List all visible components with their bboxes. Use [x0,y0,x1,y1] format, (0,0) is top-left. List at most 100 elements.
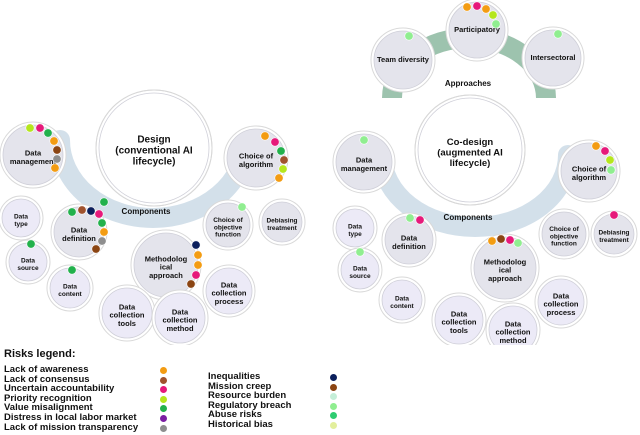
right-approaches-label: Approaches [445,79,492,88]
left-ca-risk-dot [260,131,270,141]
left-co-risk-dot [237,202,247,212]
legend-item-label: Value misalignment [4,402,93,414]
left-dm-risk-dot [52,145,62,155]
right-collection-tools-label-line: collection [441,318,476,327]
left-design-label-line: Design [137,135,170,146]
left-choice-objective-label-line: objective [214,224,243,231]
legend-item-label: Historical bias [208,419,273,430]
right-codesign-ring [414,94,526,206]
right-choice-algorithm-bubble [560,142,618,200]
right-data-source-label-line: Data [353,266,367,273]
legend-item-label: Lack of mission transparency [4,421,139,433]
left-ca-risk-dot [278,164,288,174]
left-dd-risk-dot [97,236,107,246]
right-team-diversity-bubble [373,30,433,90]
left-dm-risk-dot [43,128,53,138]
right-ma-risk-dot [496,234,506,244]
right-methodological-label-line: ical [499,266,512,275]
right-methodological-label-line: approach [488,274,522,283]
right-data-content-label-line: Data [395,296,409,303]
right-team-risk-dot [404,31,414,41]
left-choice-algorithm-label-line: algorithm [239,160,273,169]
left-dm-risk-dot [52,154,62,164]
legend-item-label: Abuse risks [208,409,262,421]
right-collection-process-label-line: process [547,308,576,317]
right-data-type-label-line: Data [348,224,362,231]
right-data-management-label-line: management [341,164,388,173]
right-team-diversity-label: Team diversity [377,55,430,64]
right-ca-risk-dot [600,146,610,156]
legend-color-dot [160,376,167,384]
legend-color-dot [330,374,337,381]
right-ca-risk-dot [605,155,615,165]
left-ds-risk-dot [26,239,36,249]
left-ma-risk-dot [193,250,203,260]
left-collection-tools-label-line: collection [109,311,144,320]
right-choice-objective-label-line: Choice of [549,226,579,233]
left-collection-method-label-line: method [166,324,194,333]
left-design-label-line: lifecycle) [133,157,176,168]
left-dm-risk-dot [49,136,59,146]
right-ma-risk-dot [505,235,515,245]
left-ca-risk-dot [276,146,286,156]
left-choice-objective-bubble [205,202,251,248]
right-components-arc [372,145,578,237]
right-choice-algorithm-label-line: algorithm [572,173,606,182]
right-codesign-label-line: lifecycle) [450,158,491,169]
left-debiasing-bubble [261,201,303,243]
legend-item-label: Priority recognition [4,392,92,404]
right-collection-process-label-line: collection [543,300,578,309]
left-data-content-label-line: Data [63,284,77,291]
legend-item-label: Inequalities [208,371,261,382]
left-ma-risk-dot [191,240,201,250]
right-ma-risk-dot [487,236,497,246]
right-collection-method-label-line: method [499,336,527,345]
right-data-management-bubble [335,133,393,191]
left-debiasing-label-line: Debiasing [266,218,297,225]
left-design-ring [95,89,213,207]
left-ma-risk-dot [191,270,201,280]
right-data-definition-label-line: Data [401,234,418,243]
legend-item-label: Lack of consensus [4,373,90,385]
left-dd-risk-dot [67,207,77,217]
right-data-content-label-line: content [390,303,414,310]
right-participatory-risk-dot [472,1,482,11]
left-collection-method-label-line: collection [162,316,197,325]
right-ma-risk-dot [513,238,523,248]
left-data-management-label-line: Data [25,149,42,158]
left-data-source-label-line: source [17,265,39,272]
right-intersectoral-bubble [524,29,582,87]
legend-item-label: Lack of awareness [4,364,89,375]
left-choice-algorithm-label-line: Choice of [239,152,274,161]
legend-color-dot [330,402,337,410]
left-ca-risk-dot [270,137,280,147]
left-collection-process-label-line: process [215,297,244,306]
legend-color-dot [160,386,167,394]
right-data-type-bubble [335,208,375,248]
left-data-content-label-line: content [58,291,82,298]
left-ma-risk-dot [186,279,196,289]
right-collection-tools-label-line: Data [451,309,468,318]
left-dm-risk-dot [25,123,35,133]
right-collection-process-label-line: Data [553,291,570,300]
right-dd-risk-dot [405,213,415,223]
right-ca-risk-dot [606,165,616,175]
right-data-source-label-line: source [349,273,371,280]
left-dd-risk-dot [77,205,87,215]
right-methodological-label-line: Methodolog [484,257,527,266]
legend-item-label: Uncertain accountability [4,383,115,395]
right-choice-objective-bubble [541,211,587,257]
right-participatory-risk-dot [491,19,501,29]
